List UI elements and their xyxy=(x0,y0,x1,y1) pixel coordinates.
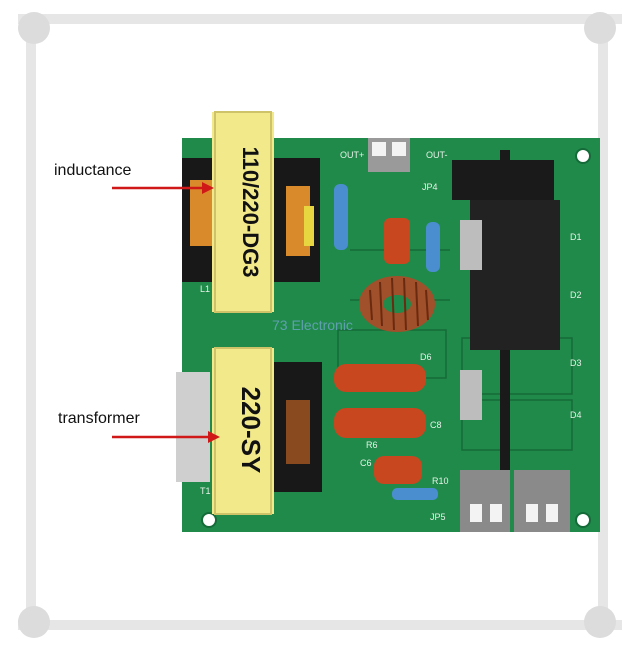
silk-d2: D2 xyxy=(570,290,582,300)
silk-c8: C8 xyxy=(430,420,442,430)
silk-l1: L1 xyxy=(200,284,210,294)
silk-d1: D1 xyxy=(570,232,582,242)
resistors xyxy=(334,184,440,500)
photo-frame xyxy=(18,12,622,638)
silk-d3: D3 xyxy=(570,358,582,368)
silk-r6: R6 xyxy=(366,440,378,450)
heatsink xyxy=(452,150,560,530)
silk-r10: R10 xyxy=(432,476,449,486)
silk-c6: C6 xyxy=(360,458,372,468)
annotation-arrows xyxy=(112,182,220,443)
silk-out-plus: OUT+ xyxy=(340,150,364,160)
inductance-label: inductance xyxy=(54,162,132,179)
silk-d4: D4 xyxy=(570,410,582,420)
transformer-marking: 220-SY xyxy=(236,387,266,474)
silk-jp5: JP5 xyxy=(430,512,446,522)
watermark: 73 Electronic xyxy=(272,317,353,333)
silk-jp4: JP4 xyxy=(422,182,438,192)
silk-t1: T1 xyxy=(200,486,211,496)
silk-d6: D6 xyxy=(420,352,432,362)
toroid-coil xyxy=(359,276,435,332)
terminal-blocks xyxy=(368,138,570,532)
transformer-label: transformer xyxy=(58,410,140,427)
silkscreen-labels: OUT+ OUT- JP4 D1 D2 D3 D4 D6 C8 R6 R10 C… xyxy=(200,150,582,522)
film-capacitors xyxy=(334,218,426,484)
silk-out-minus: OUT- xyxy=(426,150,448,160)
inductor-marking: 110/220-DG3 xyxy=(238,147,263,278)
transformer xyxy=(176,347,322,515)
inductor xyxy=(182,111,320,313)
